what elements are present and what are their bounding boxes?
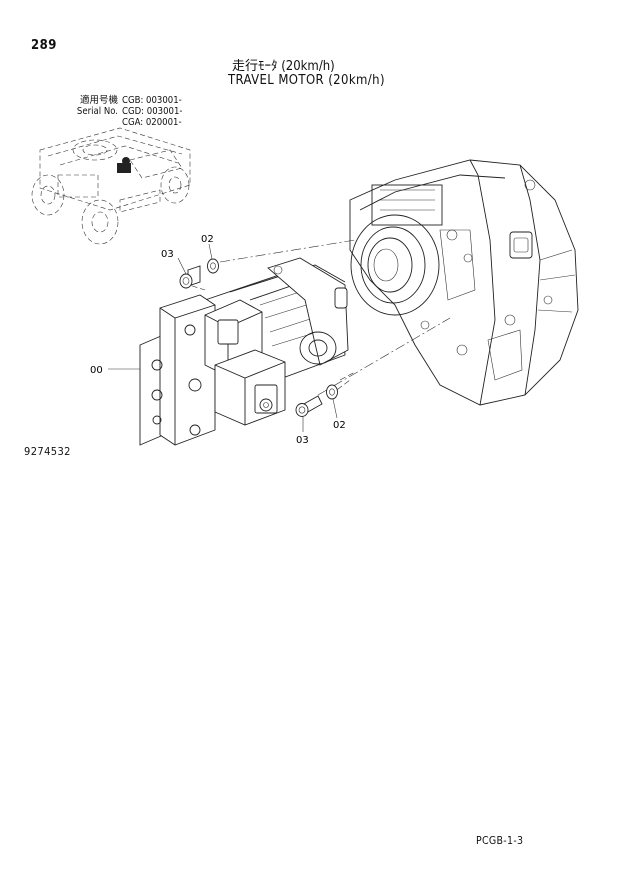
callout-lower-bolt: 03 (296, 435, 309, 446)
serial-row: Serial No. CGD: 003001- (50, 106, 183, 117)
serial-row: 適用号機 CGB: 003001- (50, 95, 182, 106)
lower-bolt (295, 395, 323, 417)
serial-value: CGD: 003001- (122, 106, 183, 117)
travel-reducer-housing (349, 159, 579, 406)
drawing-number: 9274532 (24, 445, 71, 458)
callout-upper-washer: 02 (201, 234, 214, 245)
callout-upper-bolt: 03 (161, 249, 174, 260)
serial-applicability-block: 適用号機 CGB: 003001- Serial No. CGD: 003001… (50, 95, 183, 128)
leader-lines (108, 243, 338, 432)
serial-value: CGB: 003001- (122, 95, 182, 106)
lower-washer (326, 384, 338, 400)
sheet-code: PCGB-1-3 (476, 835, 524, 847)
callout-lower-washer: 02 (333, 420, 346, 431)
upper-washer (207, 258, 219, 274)
motor-location-marker (117, 163, 131, 173)
machine-thumbnail (31, 127, 191, 245)
callout-motor-assembly: 00 (90, 365, 103, 376)
title-japanese: 走行ﾓｰﾀ (20km/h) (232, 59, 335, 74)
upper-bolt (179, 265, 201, 289)
title-english: TRAVEL MOTOR (20km/h) (228, 73, 385, 88)
serial-label: Serial No. (76, 106, 118, 117)
page-number: 289 (31, 38, 57, 53)
serial-value: CGA: 020001- (122, 117, 182, 128)
serial-row: CGA: 020001- (50, 117, 182, 128)
motor-valve-block (139, 294, 286, 446)
serial-label: 適用号機 (79, 95, 118, 106)
